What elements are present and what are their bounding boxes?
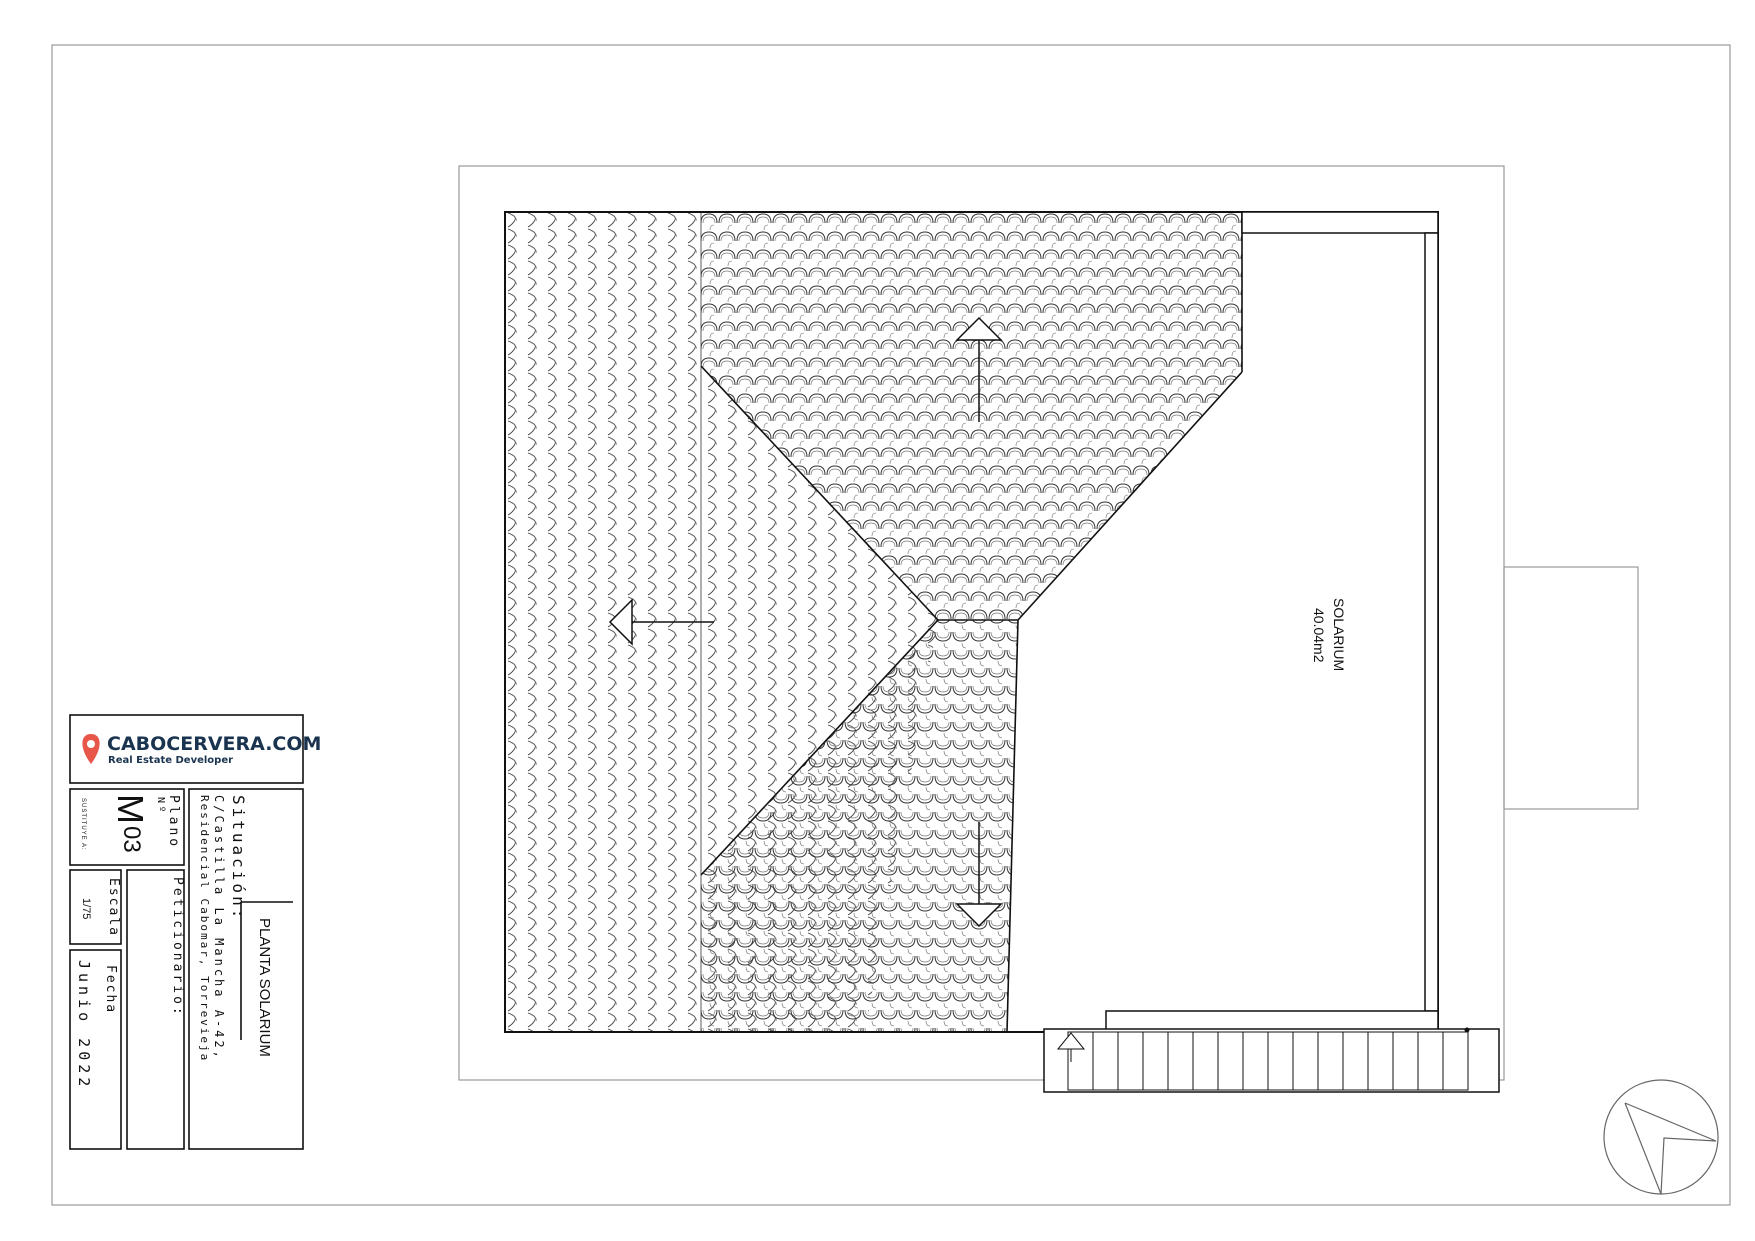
room-area: 40.04m2 (1311, 608, 1327, 663)
fecha-label: Fecha (103, 965, 118, 1015)
slope-arrow-south (955, 822, 1003, 928)
peticionario-label: Peticionario: (170, 877, 185, 1018)
room-name: SOLARIUM (1331, 598, 1347, 672)
roof-slope-north (701, 212, 1242, 620)
parapet-top (1241, 211, 1439, 234)
plan-number-letter: M (110, 794, 151, 824)
situacion-label: Situación: (229, 795, 248, 922)
escala-label: Escala (106, 878, 121, 937)
north-arrow-icon (1603, 1079, 1719, 1195)
slope-arrow-north (955, 316, 1003, 422)
parapet-right (1424, 232, 1439, 1012)
sheet-border (51, 44, 1731, 1206)
address-line-2: Residencial Cabomar, Torrevieja (198, 795, 211, 1063)
plan-title: PLANTA SOLARIUM (256, 918, 273, 1057)
address-line-1: C/Castilla La Mancha A-42, (212, 795, 226, 1061)
brand-tagline: Real Estate Developer (108, 755, 234, 766)
slope-arrow-west (608, 598, 714, 646)
title-block (69, 714, 304, 1150)
escala-value: 1/75 (80, 898, 92, 920)
side-annex (1503, 566, 1639, 810)
roof-ridges (700, 212, 1243, 1033)
sustituye-label: SUSTITUYE A: (80, 798, 86, 851)
staircase (1043, 1027, 1500, 1093)
roof-slope-south (701, 620, 1018, 1032)
plano-label: Plano (166, 795, 181, 850)
location-pin-icon (82, 734, 100, 764)
brand-name: CABOCERVERA.COM (107, 733, 322, 755)
numero-label: Nº (155, 797, 166, 816)
fecha-value: Junio 2022 (75, 960, 93, 1091)
plan-number-digits: 03 (118, 826, 145, 853)
